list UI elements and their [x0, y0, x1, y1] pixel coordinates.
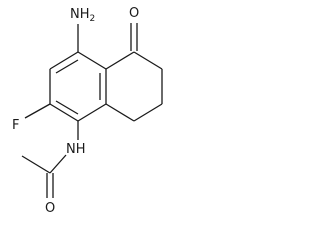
fluorine-label: F — [12, 118, 19, 133]
bond — [49, 51, 79, 70]
fluorine-bond — [24, 103, 51, 119]
ketone-oxygen-label: O — [129, 6, 139, 21]
bond — [133, 103, 163, 122]
amide-oxygen-label: O — [45, 201, 55, 216]
amide-nitrogen-label: NH — [66, 142, 86, 157]
double-bond-line — [55, 59, 79, 74]
structure-diagram: NH2 O F NH O — [12, 6, 163, 216]
bond — [21, 155, 51, 174]
bond — [77, 103, 107, 122]
bond — [49, 103, 79, 122]
acetamide-chain — [21, 154, 67, 198]
bond — [77, 51, 107, 70]
bond — [133, 51, 163, 70]
bond — [49, 154, 67, 174]
saturated-ring — [105, 51, 163, 122]
bond — [105, 51, 135, 70]
bond — [105, 103, 135, 122]
ketone-group — [130, 23, 138, 51]
aromatic-ring — [49, 51, 107, 122]
amine-label: NH2 — [70, 7, 95, 24]
double-bond-line — [55, 100, 79, 115]
